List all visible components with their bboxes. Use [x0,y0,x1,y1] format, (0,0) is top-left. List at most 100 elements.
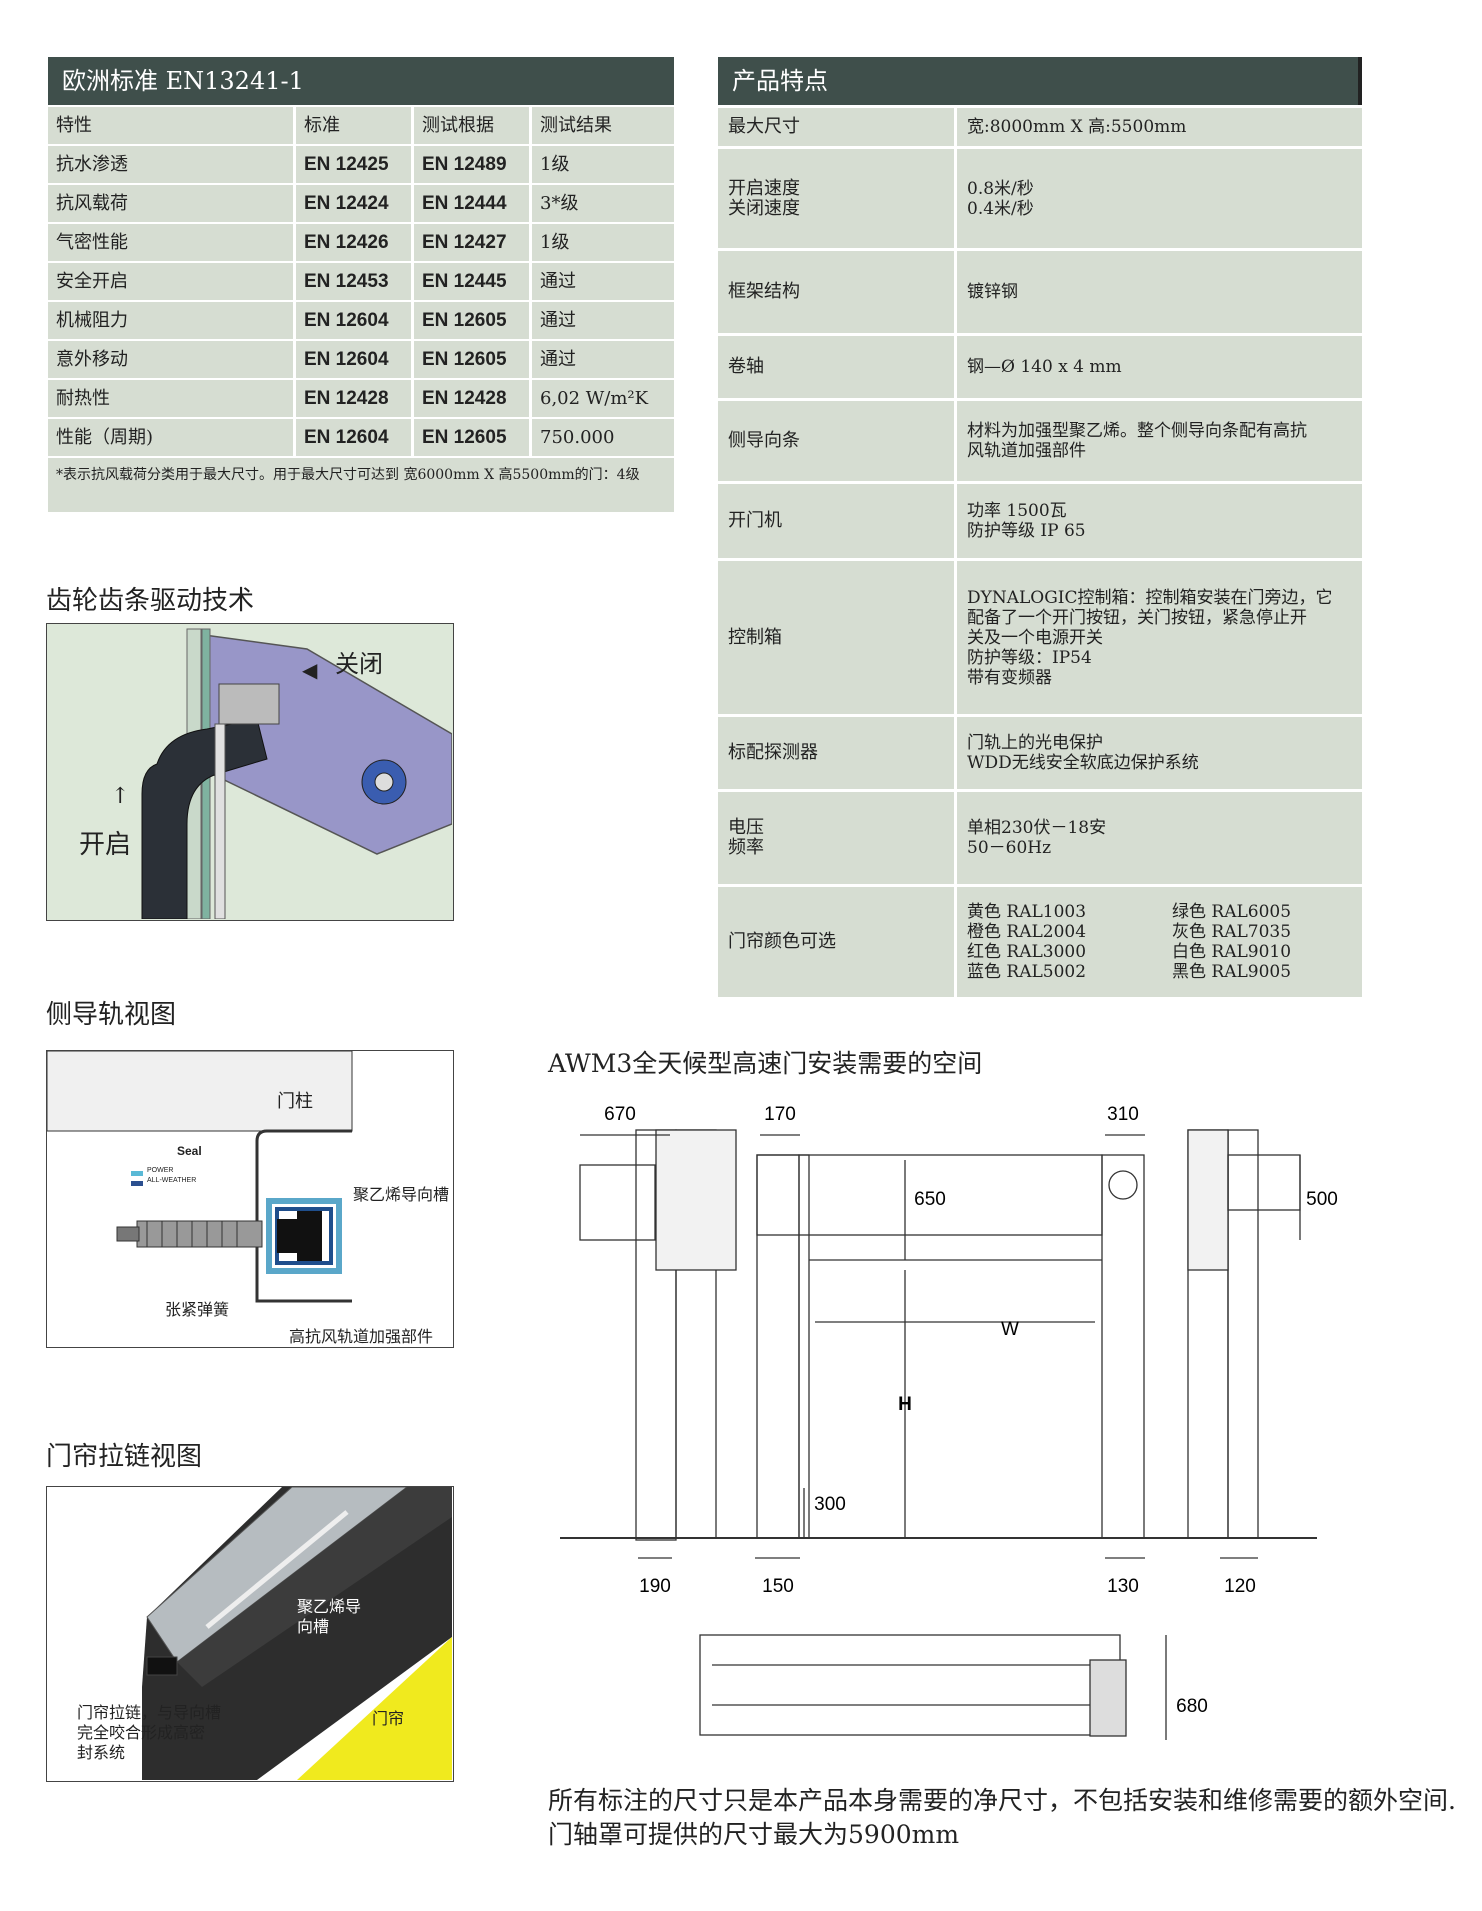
table-cell: 3*级 [540,193,579,214]
feature-value: 0.8米/秒 0.4米/秒 [957,149,1362,248]
zip-illustration: 聚乙烯导 向槽 门帘 门帘拉链，与导向槽 完全咬合形成高密 封系统 [46,1486,454,1782]
table-cell: EN 12444 [414,185,532,222]
footer-text: 所有标注的尺寸只是本产品本身需要的净尺寸，不包括安装和维修需要的额外空间. 门轴… [548,1786,1456,1849]
feature-value: 镀锌钢 [957,251,1362,333]
table-cell: EN 12453 [296,263,414,300]
table-cell: EN 12428 [414,380,532,417]
table-cell: 耐热性 [48,380,296,417]
gear-title: 齿轮齿条驱动技术 [46,586,255,616]
table-cell: EN 12605 [414,302,532,339]
en-table-note: *表示抗风载荷分类用于最大尺寸。用于最大尺寸可达到 宽6000mm X 高550… [48,458,674,512]
feature-value: 宽:8000mm X 高:5500mm [957,108,1362,146]
install-drawing: 670 170 310 500 650 W H 300 190 150 130 … [560,1104,1338,1740]
feature-label: 控制箱 [718,561,954,714]
feature-value: 材料为加强型聚乙烯。整个侧导向条配有高抗 风轨道加强部件 [957,401,1362,481]
table-cell: 抗风载荷 [48,185,296,222]
arrow-up-icon: ↑ [111,784,130,809]
zip-title: 门帘拉链视图 [46,1442,203,1472]
table-cell: EN 12605 [414,419,532,456]
table-row: 侧导向条材料为加强型聚乙烯。整个侧导向条配有高抗 风轨道加强部件 [718,401,1362,481]
table-cell: EN 12425 [296,146,414,183]
zip-drawing [142,1487,452,1780]
table-cell: EN 12489 [414,146,532,183]
table-cell: 性能（周期) [48,419,296,456]
color-option: 灰色 RAL7035 [1172,922,1292,942]
table-cell: 通过 [540,310,576,331]
dim-170: 170 [764,1104,796,1125]
feature-value: 钢—Ø 140 x 4 mm [957,336,1362,398]
power-label: POWER [147,1167,174,1174]
table-cell: EN 12604 [296,341,414,378]
color-options: 黄色 RAL1003 绿色 RAL6005 橙色 RAL2004 灰色 RAL7… [957,887,1362,997]
close-label: 关闭 [335,650,383,678]
dim-h: H [898,1394,912,1415]
feature-label: 电压 频率 [718,792,954,884]
guide-drawing [47,1051,353,1303]
header-cell: 测试根据 [414,107,532,144]
table-cell: 750.000 [540,427,615,448]
table-cell: EN 12605 [414,341,532,378]
color-option: 红色 RAL3000 [967,942,1087,962]
table-cell: EN 12604 [296,302,414,339]
curtain-label: 门帘 [372,1709,405,1728]
color-option: 黑色 RAL9005 [1172,962,1292,982]
dim-130: 130 [1107,1576,1139,1597]
table-cell: 6,02 W/m²K [540,388,649,409]
en-table-title: 欧洲标准 EN13241-1 [48,57,674,105]
table-cell: EN 12445 [414,263,532,300]
header-cell: 标准 [296,107,414,144]
table-row: 最大尺寸宽:8000mm X 高:5500mm [718,108,1362,146]
table-cell: 1级 [540,154,570,175]
zipper-label: 门帘拉链，与导向槽 完全咬合形成高密 封系统 [77,1703,222,1762]
dim-500: 500 [1306,1189,1338,1210]
dim-150: 150 [762,1576,794,1597]
table-cell: EN 12428 [296,380,414,417]
table-cell: 抗水渗透 [48,146,296,183]
spring-label: 张紧弹簧 [165,1300,230,1319]
feature-value: 单相230伏－18安 50－60Hz [957,792,1362,884]
install-title: AWM3全天候型高速门安装需要的空间 [548,1049,983,1078]
feature-value: 功率 1500瓦 防护等级 IP 65 [957,484,1362,558]
feature-value: 门轨上的光电保护 WDD无线安全软底边保护系统 [957,717,1362,789]
dim-w: W [1001,1319,1019,1340]
feature-label: 最大尺寸 [718,108,954,146]
dim-670: 670 [604,1104,636,1125]
open-label: 开启 [79,830,132,860]
guide-illustration: 门柱 Seal POWER ALL-WEATHER 聚乙烯导向槽 张紧弹簧 高抗… [46,1050,454,1348]
reinforce-label: 高抗风轨道加强部件 [289,1327,434,1346]
post-label: 门柱 [277,1091,313,1112]
feature-label: 开启速度 关闭速度 [718,149,954,248]
allweather-label: ALL-WEATHER [147,1177,197,1184]
table-row: 卷轴钢—Ø 140 x 4 mm [718,336,1362,398]
table-cell: EN 12604 [296,419,414,456]
table-cell: 通过 [540,349,576,370]
table-cell: EN 12427 [414,224,532,261]
en-table-header: 特性 标准 测试根据 测试结果 [48,107,674,144]
color-option: 黄色 RAL1003 [967,902,1087,922]
feature-label: 开门机 [718,484,954,558]
table-cell: EN 12426 [296,224,414,261]
arrow-left-icon: ◀ [302,658,318,682]
features-title: 产品特点 [718,57,1362,105]
dim-680: 680 [1176,1696,1208,1717]
gear-drawing [141,628,453,920]
feature-value: DYNALOGIC控制箱：控制箱安装在门旁边，它 配备了一个开门按钮，关门按钮，… [957,561,1362,714]
dim-120: 120 [1224,1576,1256,1597]
table-cell: 通过 [540,271,576,292]
table-row: 电压 频率单相230伏－18安 50－60Hz [718,792,1362,884]
color-option: 白色 RAL9010 [1172,942,1292,962]
feature-label: 框架结构 [718,251,954,333]
table-row: 标配探测器门轨上的光电保护 WDD无线安全软底边保护系统 [718,717,1362,789]
table-cell: 安全开启 [48,263,296,300]
pe-guide-label: 聚乙烯导向槽 [353,1185,450,1204]
color-option: 绿色 RAL6005 [1172,902,1292,922]
table-cell: 机械阻力 [48,302,296,339]
